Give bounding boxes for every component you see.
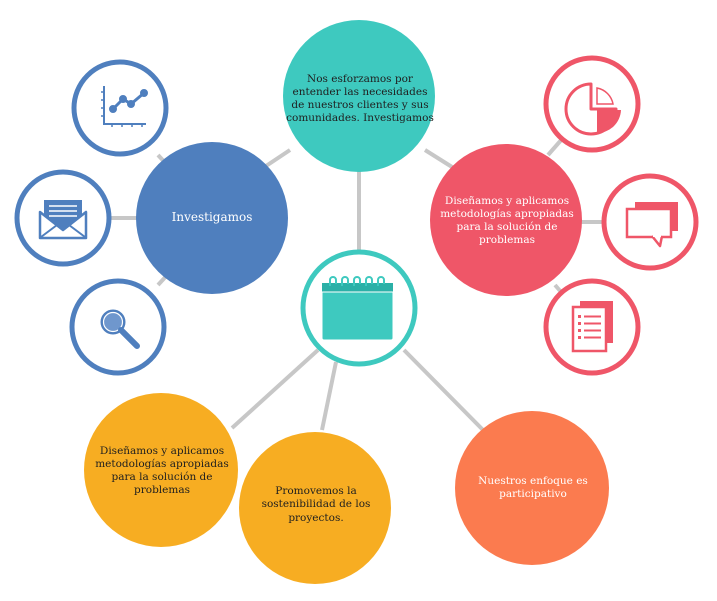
top-circle xyxy=(283,20,435,172)
yellow-left-circle xyxy=(84,393,238,547)
red-node-label: Diseñamos y aplicamos metodologías aprop… xyxy=(440,194,574,247)
chart-node xyxy=(71,59,169,157)
bubbles-node xyxy=(601,173,699,271)
red-circle xyxy=(430,144,582,296)
connector-center-yellow-mid xyxy=(320,361,338,431)
document-list-icon xyxy=(571,301,613,353)
pie-node xyxy=(543,55,641,153)
yellow-left-node-label: Diseñamos y aplicamos metodologías aprop… xyxy=(95,444,229,497)
docs-node xyxy=(543,278,641,376)
search-node xyxy=(69,278,167,376)
magnifier-icon xyxy=(100,309,140,349)
center-node xyxy=(300,249,418,367)
top-node-label: Nos esforzamos por entender las necesida… xyxy=(286,72,434,125)
yellow-mid-circle xyxy=(239,432,391,584)
envelope-node xyxy=(14,169,112,267)
orange-circle xyxy=(455,411,609,565)
orange-node-label: Nuestros enfoque es participativo xyxy=(478,474,588,500)
yellow-mid-node-label: Promovemos la sostenibilidad de los proy… xyxy=(261,485,371,524)
calendar-icon xyxy=(321,276,394,341)
pie-chart-icon xyxy=(564,82,621,136)
investigamos-circle xyxy=(136,142,288,294)
line-chart-icon xyxy=(101,86,148,127)
connector-lines xyxy=(90,128,606,432)
envelope-icon xyxy=(38,200,88,240)
speech-bubbles-icon xyxy=(625,202,678,248)
connector-center-orange xyxy=(402,348,485,432)
investigamos-node-label: Investigamos xyxy=(171,209,253,224)
connector-center-yellow-left xyxy=(230,348,320,430)
